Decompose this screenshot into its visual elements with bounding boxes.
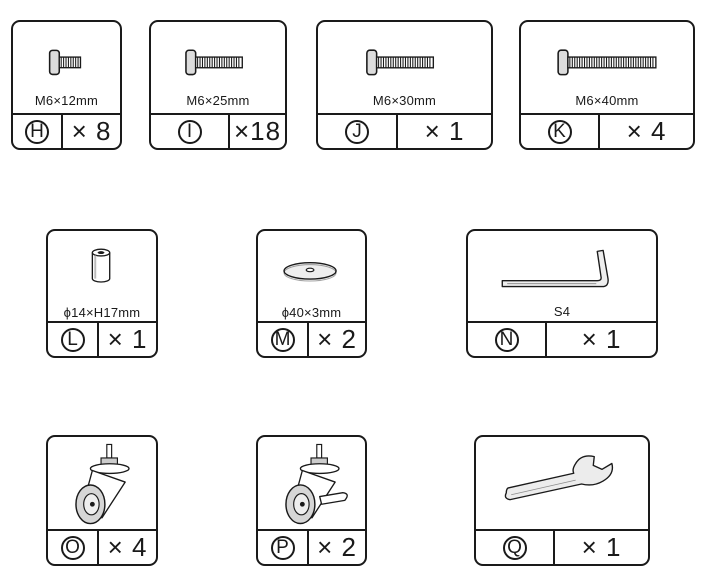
spacer-icon (48, 231, 156, 306)
part-letter: H (25, 119, 49, 144)
part-letter: M (270, 327, 295, 352)
part-footer: Q × 1 (476, 529, 648, 564)
part-quantity: × 2 (317, 324, 357, 354)
part-card-o: O × 4 (46, 435, 158, 566)
part-footer: N × 1 (468, 321, 656, 356)
part-footer: K × 4 (521, 113, 693, 148)
wrench-icon (476, 437, 648, 531)
part-letter: Q (502, 535, 527, 560)
part-quantity: × 4 (107, 532, 148, 562)
part-footer: M × 2 (258, 321, 365, 356)
part-letter: O (60, 535, 85, 560)
bolt-icon (521, 22, 693, 97)
part-quantity: × 2 (317, 532, 357, 562)
part-quantity: × 1 (581, 532, 622, 562)
part-size-label: M6×12mm (34, 93, 99, 108)
part-quantity: ×18 (233, 116, 282, 146)
part-card-m: ϕ40×3mm M × 2 (256, 229, 367, 358)
part-card-p: P × 2 (256, 435, 367, 566)
bolt-icon (151, 22, 285, 97)
part-card-j: M6×30mm J × 1 (316, 20, 493, 150)
part-card-q: Q × 1 (474, 435, 650, 566)
washer-icon (258, 231, 365, 306)
part-card-n: S4 N × 1 (466, 229, 658, 358)
part-footer: L × 1 (48, 321, 156, 356)
part-size-label: ϕ14×H17mm (63, 305, 141, 320)
bolt-icon (318, 22, 491, 97)
bolt-icon (13, 22, 120, 97)
part-letter: K (547, 119, 572, 144)
part-footer: P × 2 (258, 529, 365, 564)
part-card-k: M6×40mm K × 4 (519, 20, 695, 150)
part-size-label: ϕ40×3mm (281, 305, 342, 320)
part-size-label: M6×30mm (372, 93, 437, 108)
part-size-label: M6×40mm (575, 93, 639, 108)
part-size-label: S4 (553, 304, 571, 319)
part-card-i: M6×25mm I ×18 (149, 20, 287, 150)
part-letter: I (177, 119, 202, 144)
caster-with-brake-icon (258, 437, 365, 531)
part-letter: J (345, 119, 369, 144)
part-card-h: M6×12mm H × 8 (11, 20, 122, 150)
part-letter: N (494, 327, 519, 352)
part-quantity: × 8 (71, 116, 112, 146)
part-letter: P (270, 535, 295, 560)
part-quantity: × 4 (626, 116, 667, 146)
part-footer: O × 4 (48, 529, 156, 564)
part-footer: J × 1 (318, 113, 491, 148)
part-quantity: × 1 (424, 116, 465, 146)
part-footer: H × 8 (13, 113, 120, 148)
part-quantity: × 1 (581, 324, 622, 354)
part-card-l: ϕ14×H17mm L × 1 (46, 229, 158, 358)
part-footer: I ×18 (151, 113, 285, 148)
allen-key-icon (468, 231, 656, 306)
caster-icon (48, 437, 156, 531)
part-size-label: M6×25mm (186, 93, 250, 108)
part-quantity: × 1 (107, 324, 148, 354)
part-letter: L (60, 327, 85, 352)
